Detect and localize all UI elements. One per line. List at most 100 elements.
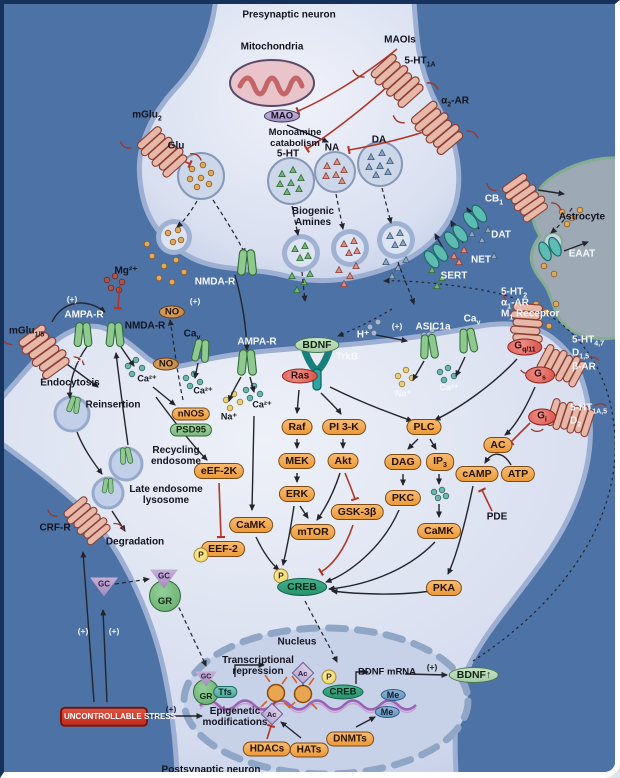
- dnmts-enzyme: DNMTs: [326, 731, 374, 747]
- na-label: NA: [324, 142, 340, 154]
- ras-protein: Ras: [281, 368, 319, 384]
- mtor-kinase: mTOR: [290, 524, 336, 540]
- plus-sign-8: (+): [426, 662, 438, 672]
- tfs-factors: Tfs: [213, 686, 237, 698]
- cav-right-label: Cav: [463, 313, 481, 327]
- crfr-label: CRF-R: [39, 522, 71, 534]
- ca-label-2: Ca²⁺: [193, 385, 213, 396]
- na-release-site: [331, 229, 468, 288]
- ac-enzyme: AC: [483, 437, 513, 453]
- late-endosome-lysosome: [91, 476, 125, 510]
- camk-left: CaMK: [229, 517, 273, 533]
- cav-left-label: Cav: [183, 328, 201, 342]
- eef2k-kinase: eEF-2K: [193, 463, 245, 479]
- epigenetic-modifications-label: Epigenetic modifications: [202, 706, 268, 728]
- no-molecule-lower: NO: [152, 357, 180, 371]
- transcriptional-repression-label: Transcriptional repression: [222, 655, 294, 677]
- nmda-left-label: NMDA-R: [124, 320, 166, 332]
- mitochondria-label: Mitochondria: [240, 41, 304, 53]
- ca-label-3: Ca²⁺: [252, 399, 272, 410]
- sert-label: SERT: [440, 270, 468, 282]
- degradation-label: Degradation: [105, 536, 165, 548]
- bdnf-upregulated: BDNF↑: [448, 667, 500, 683]
- cb1-label: CB1: [484, 193, 504, 207]
- nucleus-envelope: [180, 624, 472, 772]
- maois-label: MAOIs: [384, 34, 416, 46]
- plc-enzyme: PLC: [406, 419, 442, 435]
- raf-kinase: Raf: [281, 419, 313, 435]
- creb-nuclear: CREB: [322, 684, 364, 700]
- eaat-label: EAAT: [568, 248, 596, 260]
- reinsertion-label: Reinsertion: [85, 399, 141, 411]
- phospho-eef2: P: [193, 547, 209, 563]
- diagram-art: .ka{fill:none;stroke:#24242c;stroke-widt…: [4, 4, 615, 772]
- mek-kinase: MEK: [278, 453, 316, 469]
- na-vesicle: [314, 151, 356, 193]
- gi-protein: Gi: [528, 408, 556, 426]
- hats-enzyme: HATs: [289, 742, 329, 758]
- nucleus-title: Nucleus: [277, 636, 317, 648]
- recycling-endosome: [108, 446, 144, 482]
- nnos-enzyme: nNOS: [171, 407, 211, 421]
- asic1a-label: ASIC1a: [415, 321, 451, 333]
- erk-kinase: ERK: [278, 486, 316, 502]
- plus-sign-7: (+): [165, 704, 177, 714]
- recycling-endosome-label: Recycling endosome: [150, 445, 201, 467]
- plus-sign-6: (+): [108, 626, 120, 636]
- gs-protein: Gs: [525, 366, 555, 384]
- gsk3b-kinase: GSK-3β: [330, 504, 384, 520]
- alpha2-ar-label: α2-AR: [441, 95, 469, 109]
- pde-label: PDE: [486, 511, 508, 523]
- camk-right: CaMK: [417, 523, 461, 539]
- late-endosome-label: Late endosome lysosome: [129, 484, 203, 506]
- gq11-protein: Gq/11: [507, 338, 543, 356]
- net-label: NET: [471, 254, 491, 266]
- mao-enzyme: MAO: [263, 109, 301, 123]
- presynaptic-title: Presynaptic neuron: [242, 9, 336, 21]
- postsynaptic-title: Postsynaptic neuron: [161, 764, 261, 776]
- creb-factor: CREB: [277, 578, 327, 596]
- nmda-cleft-label: NMDA-R: [194, 276, 236, 288]
- eef2-protein: EEF-2: [201, 541, 245, 557]
- da-vesicle: [357, 141, 403, 187]
- m1-receptor-label: M1 Receptor: [501, 308, 560, 322]
- uncontrollable-stress-box: UNCONTROLLABLE STRESS: [60, 706, 176, 728]
- da-release-site: [377, 221, 498, 280]
- pi3k-kinase: PI 3-K: [322, 419, 366, 435]
- glu-release-site: [143, 219, 192, 286]
- ca-label-4: Ca²⁺: [439, 382, 459, 393]
- endocytosis-vesicle: [53, 394, 91, 433]
- alpha1-ar-label: α1-AR: [501, 297, 529, 311]
- mitochondria-shape: [229, 59, 315, 107]
- endocytosis-label: Endocytosis: [40, 377, 100, 389]
- astrocyte-label: Astrocyte: [558, 211, 606, 223]
- h-label: H⁺: [356, 329, 370, 341]
- phospho-creb-nuclear: P: [321, 669, 337, 685]
- trkb-label: TrkB: [335, 351, 359, 363]
- psd95-protein: PSD95: [169, 423, 213, 437]
- serotonin-release-site: [282, 234, 446, 294]
- dat-label: DAT: [491, 229, 511, 241]
- glu-label: Glu: [167, 140, 185, 152]
- dag-messenger: DAG: [384, 454, 422, 470]
- beta-ar-label: β-AR: [572, 361, 596, 373]
- da-label: DA: [371, 134, 387, 146]
- mg-label: Mg²⁺: [114, 265, 138, 277]
- atp-molecule: ATP: [500, 466, 536, 482]
- monoamine-catabolism-label: Monoamine catabolism: [268, 127, 322, 149]
- ampa-left-label: AMPA-R: [64, 309, 104, 321]
- plus-sign-2: (+): [189, 296, 201, 306]
- 5ht1a5-label: 5-HT1A,5: [570, 402, 608, 416]
- 5ht47-label: 5-HT4,7: [572, 334, 604, 348]
- ip3-messenger: IP3: [426, 452, 454, 472]
- plus-sign-3: (+): [391, 321, 403, 331]
- serotonin-vesicle: [267, 157, 315, 205]
- pkc-kinase: PKC: [384, 490, 422, 506]
- pka-kinase: PKA: [425, 580, 463, 596]
- camp-messenger: cAMP: [455, 466, 499, 482]
- 5ht2-label: 5-HT2: [501, 286, 528, 300]
- d15-label: D1,5: [572, 347, 589, 361]
- na-label-2: Na⁺: [394, 388, 412, 399]
- akt-kinase: Akt: [327, 453, 359, 469]
